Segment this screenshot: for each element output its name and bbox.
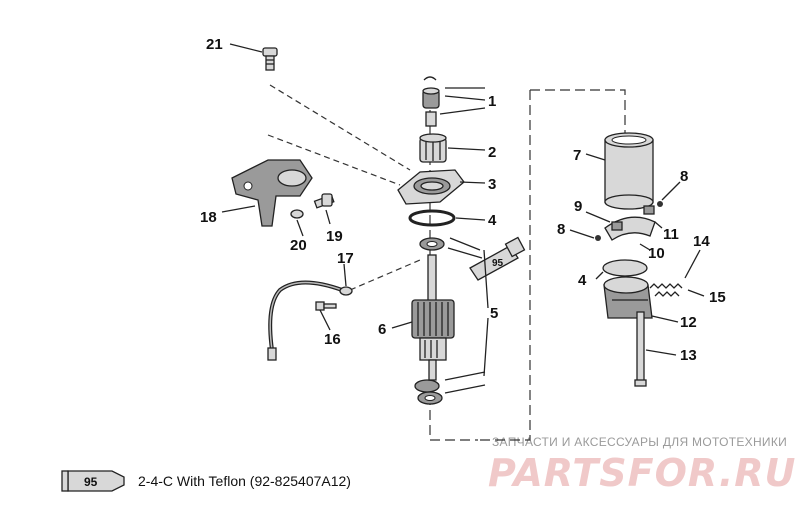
part-18-bracket (231, 159, 313, 227)
callout-leaders (221, 43, 705, 377)
watermark-subtitle: ЗАПЧАСТИ И АКСЕССУАРЫ ДЛЯ МОТОТЕХНИКИ (492, 435, 787, 449)
callout-12: 12 (680, 314, 697, 331)
part-3-end-cap (397, 169, 465, 205)
callout-3: 3 (488, 176, 496, 193)
callout-16: 16 (324, 331, 341, 348)
part-2-pinion (419, 133, 447, 163)
part-5-washers (414, 237, 486, 405)
callout-13: 13 (680, 347, 697, 364)
callout-9: 9 (574, 198, 582, 215)
part-4-right-o-ring (602, 259, 648, 277)
teflon-tube-95: 95 (469, 236, 526, 281)
part-20-washer (290, 209, 304, 219)
part-14-15-springs (649, 283, 683, 297)
watermark-brand: PARTSFOR.RU (488, 451, 796, 495)
leader-dash-21 (269, 84, 411, 171)
callout-15: 15 (709, 289, 726, 306)
part-19-bolt (313, 193, 335, 209)
callout-numbers: 21 1 2 3 4 5 6 7 8 9 8 11 10 4 14 15 12 … (200, 36, 726, 364)
part-6-armature (411, 254, 455, 381)
assembly-frame-right (478, 90, 531, 441)
callout-11: 11 (663, 226, 679, 243)
legend-text: 2-4-C With Teflon (92-825407A12) (138, 473, 351, 489)
assembly-frame-top-right (530, 89, 626, 140)
callout-7: 7 (573, 147, 581, 164)
callout-4-right: 4 (578, 272, 587, 289)
part-1-cap (422, 76, 440, 127)
callout-1: 1 (488, 93, 496, 110)
part-13-through-bolt (634, 311, 647, 387)
callout-21: 21 (206, 36, 223, 53)
callout-5: 5 (490, 305, 498, 322)
watermark: ЗАПЧАСТИ И АКСЕССУАРЫ ДЛЯ МОТОТЕХНИКИ PA… (488, 435, 796, 495)
part-17-cable (267, 280, 353, 361)
part-16-screw (315, 301, 337, 311)
callout-17: 17 (337, 250, 354, 267)
callout-18: 18 (200, 209, 217, 226)
callout-8-top: 8 (680, 168, 688, 185)
part-12-end-housing (603, 276, 653, 319)
part-4-o-ring (408, 209, 456, 227)
callout-8-left: 8 (557, 221, 565, 238)
callout-14: 14 (693, 233, 710, 250)
leader-dash-18 (267, 134, 401, 186)
part-21-bolt (262, 47, 278, 71)
callout-4: 4 (488, 212, 497, 229)
legend: 95 2-4-C With Teflon (92-825407A12) (61, 470, 351, 492)
part-10-brush-plate (595, 201, 663, 241)
callout-6: 6 (378, 321, 386, 338)
callout-2: 2 (488, 144, 496, 161)
leader-dash-17 (349, 259, 421, 291)
callout-20: 20 (290, 237, 307, 254)
part-7-frame (604, 132, 654, 210)
callout-10: 10 (648, 245, 665, 262)
legend-tube-label: 95 (84, 475, 98, 489)
callout-19: 19 (326, 228, 343, 245)
tube-label: 95 (492, 258, 504, 269)
